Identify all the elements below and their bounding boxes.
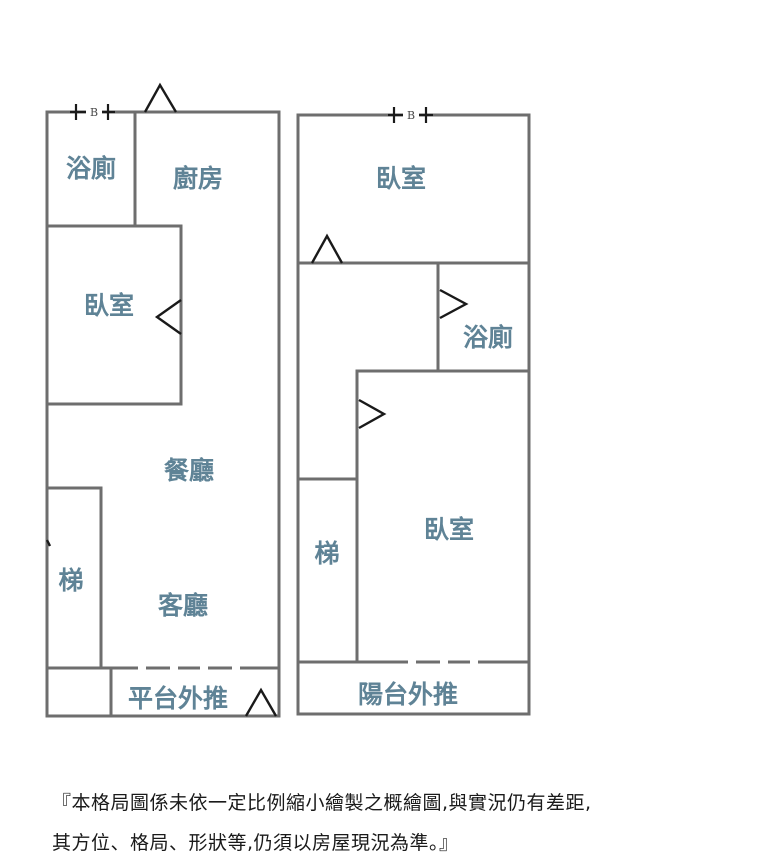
left-bedroom-label: 臥室 [84, 291, 134, 320]
right-bath-door-icon [439, 288, 469, 320]
left-platform-label: 平台外推 [128, 684, 228, 713]
right-stairs-label: 梯 [314, 539, 339, 568]
left-breaker-label: B [90, 106, 98, 119]
right-outer-wall [296, 113, 531, 716]
left-outer-wall [45, 110, 281, 718]
right-stair-door-icon [310, 233, 344, 264]
left-living-label: 客廳 [158, 591, 208, 620]
right-bathroom-label: 浴廁 [463, 323, 513, 352]
floor-plan: B 浴廁 廚房 臥室 餐廳 梯 客廳 平台外推 [45, 82, 531, 718]
left-kitchen-label: 廚房 [173, 164, 223, 193]
right-breaker-label: B [407, 109, 415, 122]
left-stairs-label: 梯 [58, 566, 83, 595]
right-main-bedroom-label: 臥室 [424, 515, 474, 544]
left-breaker-icon: B [70, 104, 115, 120]
right-balcony-label: 陽台外推 [358, 680, 458, 709]
left-stairs-wall [47, 486, 103, 668]
right-floor-plan: B 臥室 浴廁 梯 臥室 陽台外推 [296, 107, 531, 716]
left-bedroom-wall [47, 224, 183, 406]
left-dining-label: 餐廳 [164, 456, 214, 485]
left-bedroom-door-icon [154, 299, 182, 335]
disclaimer-line-1: 『本格局圖係未依一定比例縮小繪製之概繪圖,與實況仍有差距, [52, 792, 592, 814]
left-stairs-mark-icon [45, 539, 52, 547]
left-platform-door-icon [244, 687, 278, 717]
left-entry-door-icon [143, 82, 178, 113]
right-breaker-icon: B [388, 107, 433, 123]
disclaimer-line-2: 其方位、格局、形狀等,仍須以房屋現況為準。』 [52, 832, 459, 854]
right-top-bedroom-label: 臥室 [376, 164, 426, 193]
left-bathroom-label: 浴廁 [66, 154, 116, 183]
right-bedroom-wall [355, 369, 529, 662]
left-floor-plan: B 浴廁 廚房 臥室 餐廳 梯 客廳 平台外推 [45, 82, 281, 718]
right-bedroom-door-icon [358, 398, 387, 430]
